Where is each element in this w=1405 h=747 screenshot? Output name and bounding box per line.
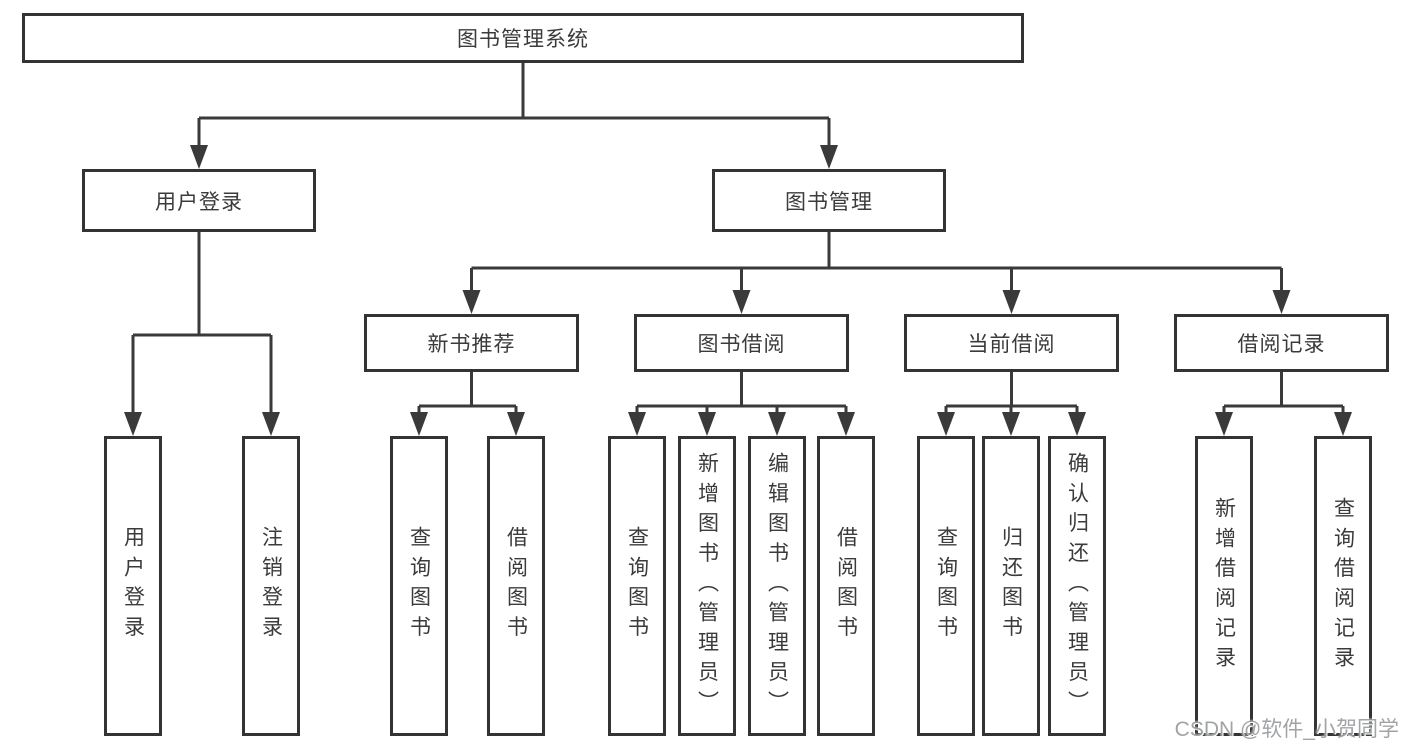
node-label: 查询借阅记录 xyxy=(1331,496,1355,676)
node-label: 图书管理 xyxy=(785,190,873,214)
node-label: 用户登录 xyxy=(155,190,243,214)
leaf-query-borrow-record: 查询借阅记录 xyxy=(1314,436,1372,736)
node-borrow-records: 借阅记录 xyxy=(1174,314,1389,372)
node-label: 查询图书 xyxy=(934,526,958,646)
node-user-login: 用户登录 xyxy=(82,169,316,232)
node-label: 查询图书 xyxy=(625,526,649,646)
edge-lines xyxy=(131,63,1345,414)
node-library-system: 图书管理系统 xyxy=(22,13,1024,63)
node-label: 借阅图书 xyxy=(834,526,858,646)
node-new-book-recommend: 新书推荐 xyxy=(364,314,579,372)
leaf-borrow-books-1: 借阅图书 xyxy=(487,436,545,736)
node-label: 确认归还（管理员） xyxy=(1065,451,1089,721)
leaf-return-books: 归还图书 xyxy=(982,436,1040,736)
node-label: 新增借阅记录 xyxy=(1212,496,1236,676)
node-label: 查询图书 xyxy=(407,526,431,646)
leaf-query-books-1: 查询图书 xyxy=(390,436,448,736)
leaf-borrow-books-2: 借阅图书 xyxy=(817,436,875,736)
node-label: 图书管理系统 xyxy=(457,28,589,51)
node-label: 新增图书（管理员） xyxy=(695,451,719,721)
leaf-query-books-3: 查询图书 xyxy=(917,436,975,736)
node-book-management: 图书管理 xyxy=(712,169,946,232)
leaf-query-books-2: 查询图书 xyxy=(608,436,666,736)
node-label: 注销登录 xyxy=(259,526,283,646)
node-label: 图书借阅 xyxy=(697,333,786,356)
node-label: 借阅记录 xyxy=(1237,333,1326,356)
leaf-add-borrow-record: 新增借阅记录 xyxy=(1195,436,1253,736)
node-label: 编辑图书（管理员） xyxy=(765,451,789,721)
leaf-user-login: 用户登录 xyxy=(104,436,162,736)
leaf-edit-books-admin: 编辑图书（管理员） xyxy=(748,436,806,736)
arrowheads xyxy=(124,145,1352,436)
node-label: 当前借阅 xyxy=(967,333,1056,356)
node-label: 借阅图书 xyxy=(504,526,528,646)
leaf-logout: 注销登录 xyxy=(242,436,300,736)
node-label: 新书推荐 xyxy=(427,333,516,356)
node-book-borrow: 图书借阅 xyxy=(634,314,849,372)
node-label: 用户登录 xyxy=(121,526,145,646)
csdn-watermark: CSDN @软件_小贺同学 xyxy=(1174,718,1399,741)
node-label: 归还图书 xyxy=(999,526,1023,646)
leaf-confirm-return-admin: 确认归还（管理员） xyxy=(1048,436,1106,736)
leaf-add-books-admin: 新增图书（管理员） xyxy=(678,436,736,736)
node-current-borrow: 当前借阅 xyxy=(904,314,1119,372)
